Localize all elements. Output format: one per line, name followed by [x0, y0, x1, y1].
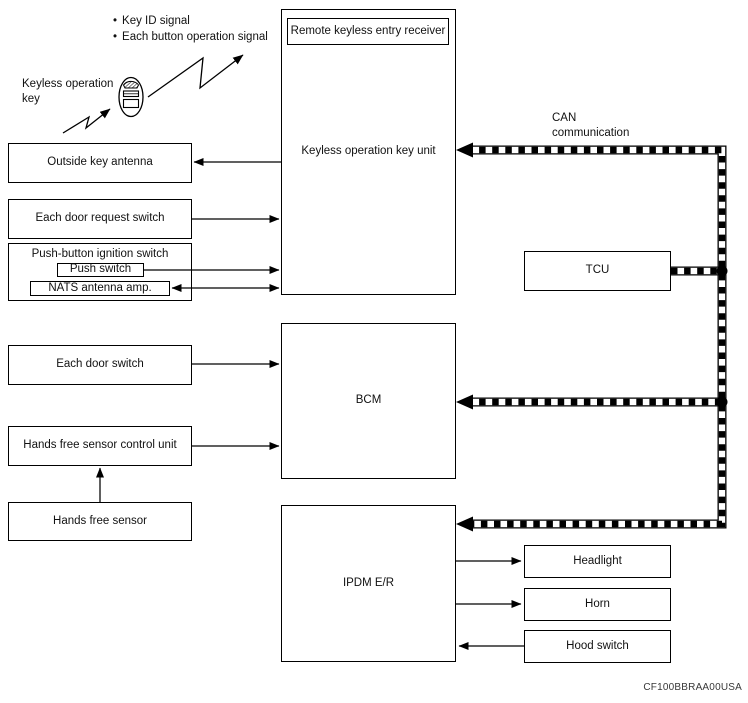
bullet-glyph: •: [113, 31, 118, 43]
hood-switch-box: Hood switch: [524, 630, 671, 663]
hands-free-sensor-box: Hands free sensor: [8, 502, 192, 541]
ipdm-er-label: IPDM E/R: [342, 576, 395, 589]
can-bus-arrowheads: [456, 142, 728, 532]
figure-code: CF100BBRAA00USA: [643, 682, 742, 693]
hands-free-sensor-control-unit-box: Hands free sensor control unit: [8, 426, 192, 466]
remote-keyless-entry-receiver-label: Remote keyless entry receiver: [290, 24, 446, 37]
nats-antenna-amp-label: NATS antenna amp.: [48, 281, 152, 294]
signal-note-text: Key ID signal: [122, 15, 190, 27]
signal-note-text: Each button operation signal: [122, 31, 268, 43]
can-junction-dot-tcu: [716, 265, 728, 277]
outside-key-antenna-box: Outside key antenna: [8, 143, 192, 183]
bcm-label: BCM: [355, 394, 382, 407]
push-button-ignition-switch-label: Push-button ignition switch: [31, 248, 169, 260]
each-door-request-switch-box: Each door request switch: [8, 199, 192, 239]
hands-free-sensor-control-unit-label: Hands free sensor control unit: [23, 439, 177, 452]
hands-free-sensor-label: Hands free sensor: [53, 514, 147, 527]
can-bus-lines: [466, 145, 727, 529]
headlight-box: Headlight: [524, 545, 671, 578]
horn-label: Horn: [585, 597, 610, 610]
remote-keyless-entry-receiver-box: Remote keyless entry receiver: [287, 18, 449, 45]
can-arrow-to-ipdm: [456, 516, 473, 532]
tcu-box: TCU: [524, 251, 671, 291]
signal-note-line: • Each button operation signal: [113, 29, 268, 45]
each-door-switch-label: Each door switch: [56, 358, 144, 371]
push-switch-box: Push switch: [57, 263, 144, 277]
can-junction-dot-bcm: [716, 396, 728, 408]
headlight-label: Headlight: [573, 554, 622, 567]
keyless-operation-key-label: Keyless operation key: [22, 78, 114, 105]
keyless-operation-key-icon: [118, 76, 144, 118]
zigzag-arrow-to-receiver: [147, 54, 244, 98]
keyless-operation-key-unit-box: Keyless operation key unit: [281, 9, 456, 295]
can-arrow-to-bcm: [456, 394, 473, 410]
keyless-operation-key-unit-label: Keyless operation key unit: [301, 145, 436, 158]
bcm-box: BCM: [281, 323, 456, 479]
horn-box: Horn: [524, 588, 671, 621]
tcu-label: TCU: [585, 264, 610, 277]
nats-antenna-amp-box: NATS antenna amp.: [30, 281, 170, 296]
zigzag-arrow-to-key-icon: [62, 108, 111, 134]
can-communication-label: CAN communication: [552, 112, 630, 139]
signal-note-line: • Key ID signal: [113, 13, 268, 29]
each-door-switch-box: Each door switch: [8, 345, 192, 385]
outside-key-antenna-label: Outside key antenna: [47, 156, 153, 169]
can-arrow-to-keyless-unit: [456, 142, 473, 158]
hood-switch-label: Hood switch: [566, 639, 629, 652]
push-switch-label: Push switch: [69, 263, 132, 276]
ipdm-er-box: IPDM E/R: [281, 505, 456, 662]
signal-notes: • Key ID signal • Each button operation …: [113, 13, 268, 45]
bullet-glyph: •: [113, 15, 118, 27]
each-door-request-switch-label: Each door request switch: [35, 212, 165, 225]
